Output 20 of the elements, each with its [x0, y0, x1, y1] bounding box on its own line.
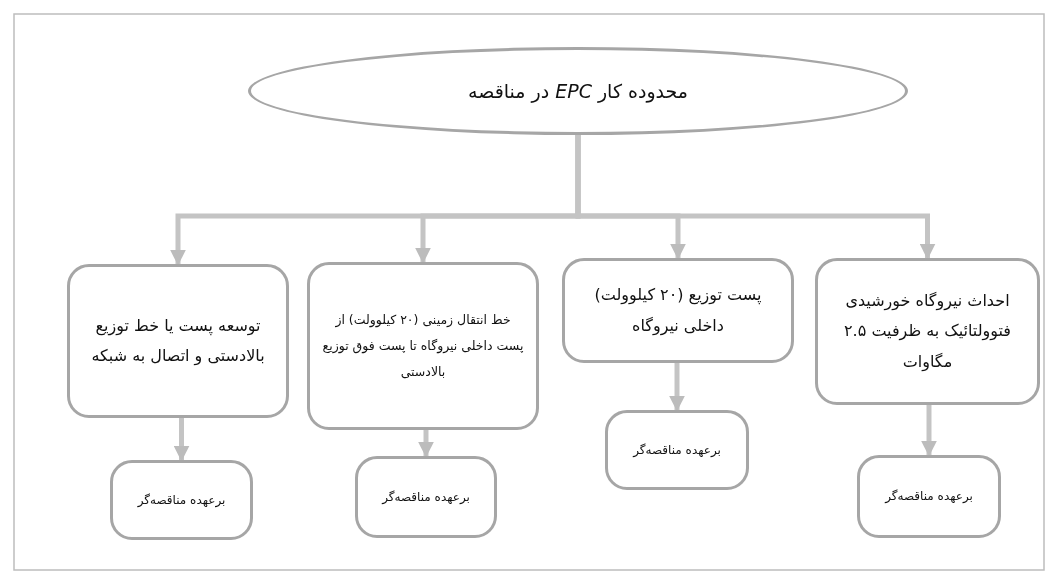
node-label: برعهده مناقصه‌گر: [380, 488, 471, 506]
task-box: [307, 262, 539, 430]
arrow: [669, 363, 685, 412]
task-box: [562, 258, 794, 363]
node-label: برعهده مناقصه‌گر: [631, 441, 722, 459]
task-box: [815, 258, 1040, 405]
node-label: برعهده مناقصه‌گر: [883, 488, 974, 506]
arrow: [418, 430, 434, 458]
node-label: خط انتقال زمینی (۲۰ کیلوولت) از پست داخلی نیروگاه تا پست فوق توزیع بالادستی: [321, 310, 525, 382]
responsibility-box: [605, 410, 749, 490]
responsibility-box: [857, 455, 1001, 538]
responsibility-box: [355, 456, 497, 538]
arrow: [173, 418, 190, 462]
node-label: احداث نیروگاه خورشیدی فتوولتائیک به ظرفیت ۲.۵ مگاوات: [843, 289, 1012, 374]
node-label: برعهده مناقصه‌گر: [136, 491, 227, 510]
node-label: پست توزیع (۲۰ کیلوولت) داخلی نیروگاه: [593, 284, 763, 338]
task-box: [67, 264, 289, 418]
node-label: توسعه پست یا خط توزیع بالادستی و اتصال به شبکه: [90, 314, 266, 368]
responsibility-box: [110, 460, 253, 540]
arrow: [921, 405, 937, 457]
